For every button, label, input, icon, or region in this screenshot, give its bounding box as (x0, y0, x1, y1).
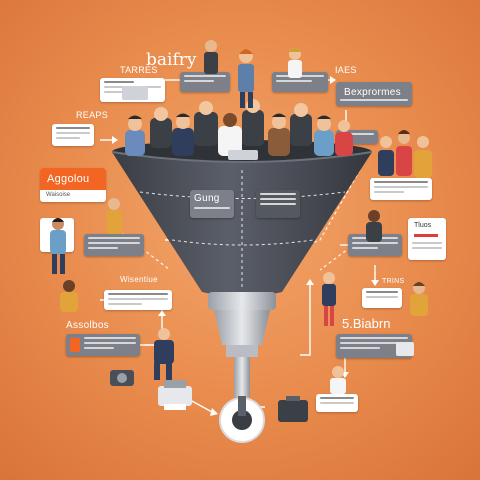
laptop-icon (228, 150, 258, 160)
laptop-small-icon (122, 86, 148, 100)
orange-card-title: Aggolou (47, 173, 90, 185)
person-right-2 (322, 272, 336, 326)
person-top-left (204, 40, 218, 74)
info-card-gray (84, 234, 144, 256)
person-left-1 (106, 198, 122, 234)
label-right-low: 5.Biabrn (342, 316, 391, 331)
label-right-small: TRINS (382, 278, 405, 285)
info-card (370, 178, 432, 200)
document-icon (396, 342, 414, 356)
person-right-3 (410, 282, 428, 316)
person-left-2 (50, 218, 66, 274)
person-left-4 (154, 328, 174, 380)
camera-icon (110, 370, 134, 386)
doc-card: Tluos (408, 218, 446, 260)
orange-card: Aggolou Waisoise (40, 168, 106, 202)
label-left-mid: Wisentiue (120, 275, 158, 284)
person-left-3 (60, 280, 78, 312)
main-title: baifry (146, 50, 197, 70)
orange-card-sub: Waisoise (46, 192, 71, 198)
person-group-right (378, 130, 432, 178)
funnel-card-label: Gung (194, 193, 220, 204)
person-top-mid (238, 49, 254, 108)
info-card (104, 290, 172, 310)
printer-icon (158, 380, 192, 410)
briefcase-icon (278, 396, 308, 422)
banner-right: Bexprormes (336, 82, 412, 106)
label-left-low: Assolbos (66, 320, 109, 331)
label-top-left: TARRES (120, 65, 158, 75)
funnel-card-right (256, 190, 300, 218)
info-card (52, 124, 94, 146)
info-card (362, 288, 402, 308)
doc-card-label: Tluos (414, 222, 432, 229)
label-top-right: IAES (335, 65, 357, 75)
person-top-right (288, 48, 302, 78)
crowd-in-funnel (125, 99, 353, 160)
person-right-4 (330, 366, 346, 394)
banner-right-label: Bexprormes (344, 87, 401, 98)
info-card-gray (180, 72, 230, 92)
info-card-gray (66, 334, 140, 356)
info-card (316, 394, 358, 412)
person-right-1 (366, 210, 382, 242)
label-left-small: REAPS (76, 110, 109, 120)
funnel-card-left: Gung (190, 190, 234, 218)
